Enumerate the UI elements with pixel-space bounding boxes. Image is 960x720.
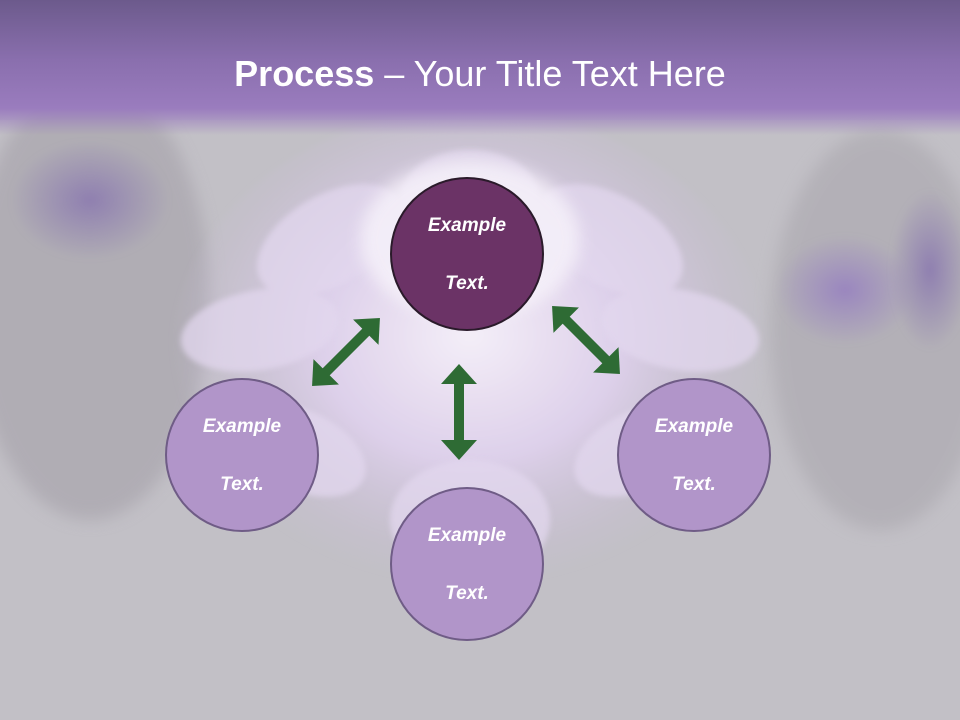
double-arrow-bottom [441,364,477,460]
slide-title: Process – Your Title Text Here [0,52,960,96]
bottom-circle-line2: Text. [445,582,489,604]
double-arrow-left [312,318,380,386]
title-rest: – Your Title Text Here [374,53,726,94]
title-bar [0,0,960,135]
right-circle-line1: Example [654,415,734,437]
double-arrow-right [552,306,620,374]
right-circle-line2: Text. [672,473,716,495]
center-circle-line2: Text. [445,272,489,294]
center-circle-line1: Example [427,214,507,236]
left-circle-line2: Text. [220,473,264,495]
title-bold: Process [234,53,375,94]
left-circle-line1: Example [202,415,282,437]
bottom-circle-line1: Example [427,524,507,546]
